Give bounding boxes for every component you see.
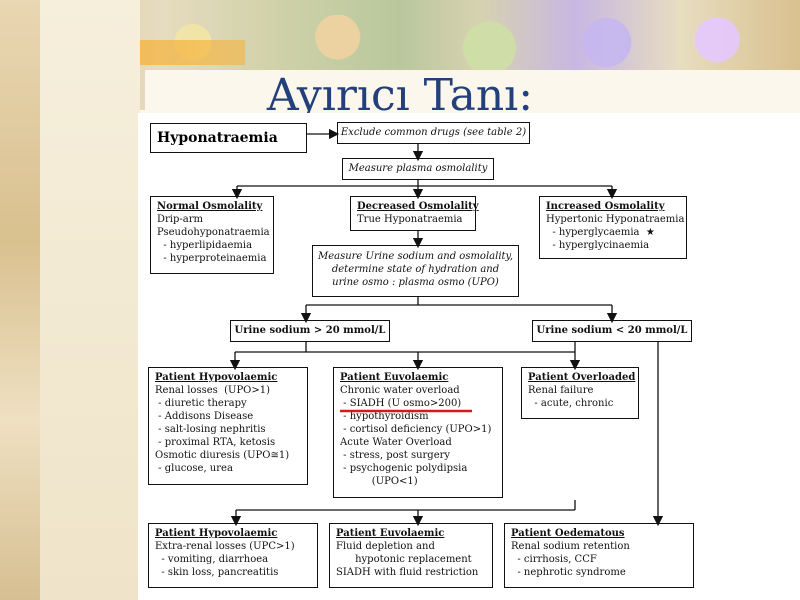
flowchart-connectors <box>0 0 800 600</box>
